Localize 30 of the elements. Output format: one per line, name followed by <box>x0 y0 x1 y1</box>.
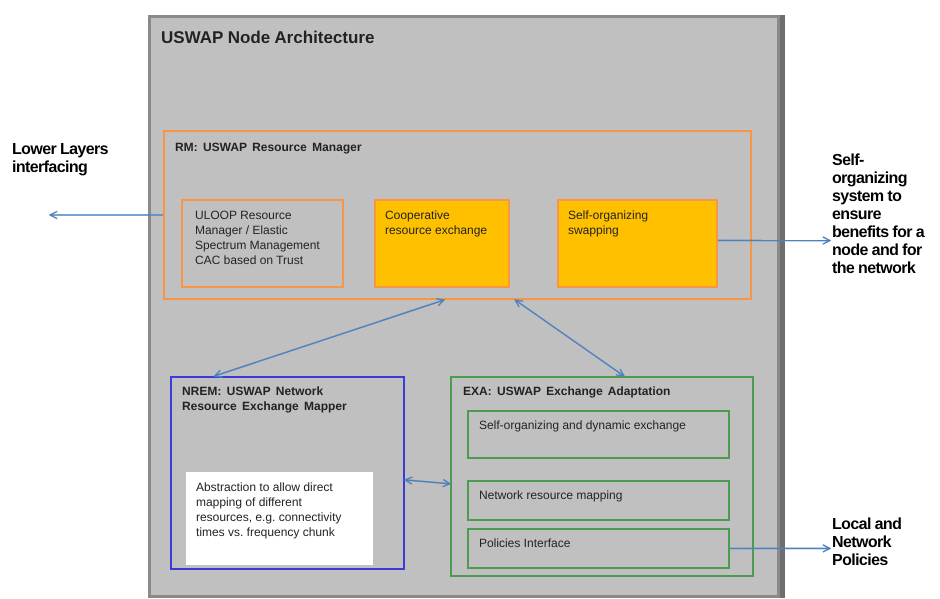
module-box <box>170 376 405 570</box>
component-box <box>181 199 344 288</box>
description-box <box>186 472 373 565</box>
module-title: NREM: USWAP Network Resource Exchange Mapper <box>182 384 348 414</box>
double-arrow <box>514 299 625 377</box>
panel-title: USWAP Node Architecture <box>161 30 376 45</box>
module-box <box>450 376 754 577</box>
component-label: Policies Interface <box>479 536 572 551</box>
interface-label: Lower Layers interfacing <box>12 141 109 177</box>
component-box <box>374 199 510 288</box>
component-box <box>467 528 730 569</box>
arrow <box>718 236 831 245</box>
arrow <box>49 210 163 220</box>
component-label: Self-organizing and dynamic exchange <box>479 418 687 433</box>
module-title: EXA: USWAP Exchange Adaptation <box>463 384 672 399</box>
double-arrow <box>214 298 445 378</box>
component-box <box>467 410 730 459</box>
component-box <box>467 480 730 521</box>
double-arrow <box>404 476 451 488</box>
component-label: Abstraction to allow direct mapping of different resources, e.g. connectivity times vs. frequency chunk <box>196 480 342 540</box>
component-label: ULOOP Resource Manager / Elastic Spectrum Management CAC based on Trust <box>195 208 321 268</box>
component-label: Self-organizing swapping <box>568 208 650 238</box>
arrow <box>730 544 831 553</box>
component-label: Cooperative resource exchange <box>385 208 488 238</box>
component-box <box>557 199 718 288</box>
outcome-text: Local and Network Policies <box>832 516 902 570</box>
outcome-text: Self-organizing system to ensure benefits for a node and for the network <box>832 152 926 278</box>
module-title: RM: USWAP Resource Manager <box>175 140 362 155</box>
component-label: Network resource mapping <box>479 488 624 503</box>
module-box <box>163 130 752 300</box>
